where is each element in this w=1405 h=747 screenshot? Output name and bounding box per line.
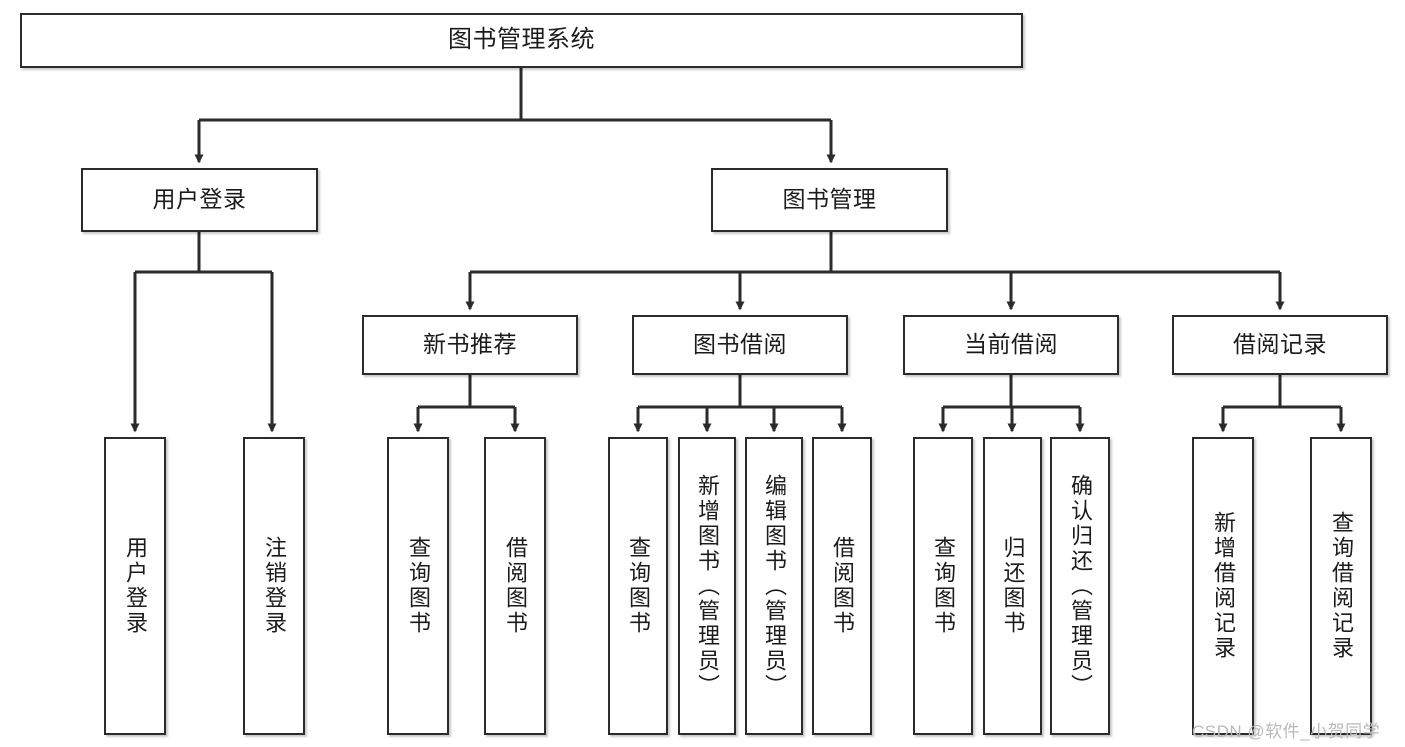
node-user-login[interactable]: 用户登录	[81, 168, 318, 232]
leaf-query-borrow-record[interactable]: 查询借阅记录	[1310, 437, 1372, 735]
leaf-query-book-newbook[interactable]: 查询图书	[387, 437, 449, 735]
node-current-borrow[interactable]: 当前借阅	[903, 315, 1119, 375]
node-borrow-record-label: 借阅记录	[1233, 331, 1327, 358]
node-book-borrow[interactable]: 图书借阅	[632, 315, 848, 375]
leaf-confirm-return-admin[interactable]: 确认归还（管理员）	[1050, 437, 1110, 735]
leaf-edit-book-admin-label: 编辑图书（管理员）	[762, 473, 787, 699]
leaf-user-login[interactable]: 用户登录	[104, 437, 166, 735]
node-new-book-recommend-label: 新书推荐	[423, 331, 517, 358]
node-borrow-record[interactable]: 借阅记录	[1172, 315, 1388, 375]
leaf-edit-book-admin[interactable]: 编辑图书（管理员）	[745, 437, 803, 735]
leaf-logout[interactable]: 注销登录	[243, 437, 305, 735]
node-user-login-label: 用户登录	[152, 186, 247, 213]
leaf-lend-book-label: 借阅图书	[830, 536, 855, 636]
node-book-borrow-label: 图书借阅	[693, 331, 787, 358]
leaf-query-book-borrow[interactable]: 查询图书	[608, 437, 668, 735]
leaf-borrow-book-newbook-label: 借阅图书	[503, 536, 528, 636]
leaf-query-book-current-label: 查询图书	[931, 536, 956, 636]
leaf-query-borrow-record-label: 查询借阅记录	[1329, 511, 1354, 661]
leaf-confirm-return-admin-label: 确认归还（管理员）	[1068, 473, 1093, 699]
node-current-borrow-label: 当前借阅	[964, 331, 1058, 358]
leaf-user-login-label: 用户登录	[123, 536, 148, 636]
node-book-management-label: 图书管理	[782, 186, 877, 213]
leaf-query-book-borrow-label: 查询图书	[626, 536, 651, 636]
leaf-add-borrow-record-label: 新增借阅记录	[1211, 511, 1236, 661]
leaf-add-borrow-record[interactable]: 新增借阅记录	[1192, 437, 1254, 735]
node-root[interactable]: 图书管理系统	[20, 13, 1023, 68]
leaf-add-book-admin-label: 新增图书（管理员）	[695, 473, 720, 699]
csdn-watermark: CSDN @软件_小贺同学	[1192, 722, 1381, 741]
leaf-logout-label: 注销登录	[262, 536, 287, 636]
leaf-query-book-newbook-label: 查询图书	[406, 536, 431, 636]
leaf-add-book-admin[interactable]: 新增图书（管理员）	[678, 437, 736, 735]
node-book-management[interactable]: 图书管理	[711, 168, 948, 232]
leaf-query-book-current[interactable]: 查询图书	[913, 437, 973, 735]
leaf-borrow-book-newbook[interactable]: 借阅图书	[484, 437, 546, 735]
node-root-label: 图书管理系统	[448, 26, 595, 54]
leaf-return-book[interactable]: 归还图书	[983, 437, 1042, 735]
node-new-book-recommend[interactable]: 新书推荐	[362, 315, 578, 375]
leaf-lend-book[interactable]: 借阅图书	[812, 437, 872, 735]
leaf-return-book-label: 归还图书	[1000, 536, 1026, 636]
